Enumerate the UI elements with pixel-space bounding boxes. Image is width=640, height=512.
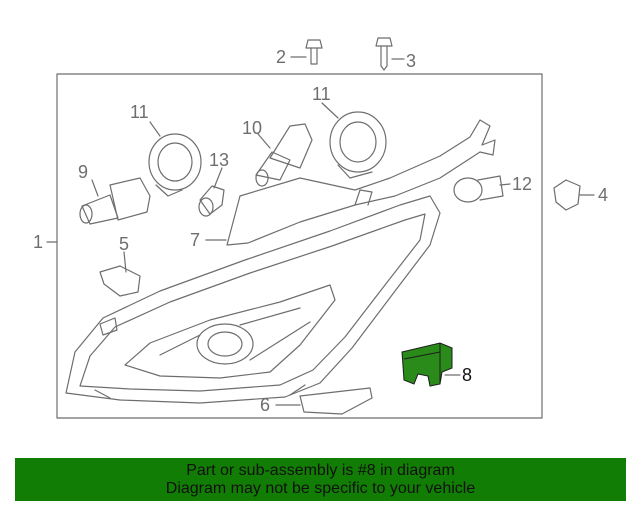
projector-lens-inner bbox=[207, 331, 243, 357]
housing-ribs bbox=[94, 307, 311, 399]
callout-9[interactable]: 9 bbox=[78, 162, 88, 182]
callout-5[interactable]: 5 bbox=[119, 234, 129, 254]
headlamp-inner-reflector bbox=[124, 284, 336, 379]
drl-strip bbox=[99, 317, 118, 336]
callout-6[interactable]: 6 bbox=[260, 395, 270, 415]
parts-diagram: 1 2 3 4 5 6 7 8 9 10 11 11 12 13 bbox=[33, 37, 608, 419]
screw-3 bbox=[375, 37, 393, 71]
callout-11-right[interactable]: 11 bbox=[312, 84, 331, 104]
banner-line-disclaimer: Diagram may not be specific to your vehi… bbox=[165, 479, 476, 497]
bulb-12 bbox=[453, 175, 504, 203]
callout-8[interactable]: 8 bbox=[462, 365, 472, 385]
projector-lens bbox=[196, 323, 254, 365]
clip-4 bbox=[553, 179, 581, 211]
part-8-highlighted[interactable] bbox=[401, 342, 453, 387]
callout-12[interactable]: 12 bbox=[512, 174, 532, 194]
bulb-10 bbox=[255, 123, 313, 187]
callout-4[interactable]: 4 bbox=[598, 185, 608, 205]
socket-ring-11-left bbox=[148, 133, 202, 197]
callout-10[interactable]: 10 bbox=[242, 118, 262, 138]
banner-line-part: Part or sub-assembly is #8 in diagram bbox=[186, 461, 455, 479]
trim-strip-6 bbox=[299, 387, 373, 415]
bracket-5 bbox=[99, 265, 141, 297]
bolt-2 bbox=[305, 39, 323, 65]
callout-13[interactable]: 13 bbox=[209, 150, 229, 170]
callout-11-left[interactable]: 11 bbox=[130, 102, 149, 122]
callout-1[interactable]: 1 bbox=[33, 232, 43, 252]
bulb-13 bbox=[198, 185, 225, 217]
socket-ring-11-right bbox=[329, 111, 387, 179]
assembly-boundary bbox=[56, 73, 543, 419]
callout-3[interactable]: 3 bbox=[406, 51, 416, 71]
headlamp-lens-inner bbox=[79, 213, 426, 392]
callout-7[interactable]: 7 bbox=[190, 230, 200, 250]
headlamp-housing bbox=[65, 195, 441, 404]
leader-lines bbox=[46, 56, 595, 406]
part-info-banner: Part or sub-assembly is #8 in diagram Di… bbox=[15, 458, 626, 501]
bulb-9 bbox=[79, 177, 151, 225]
bracket-tab bbox=[354, 189, 373, 206]
callout-2[interactable]: 2 bbox=[276, 47, 286, 67]
